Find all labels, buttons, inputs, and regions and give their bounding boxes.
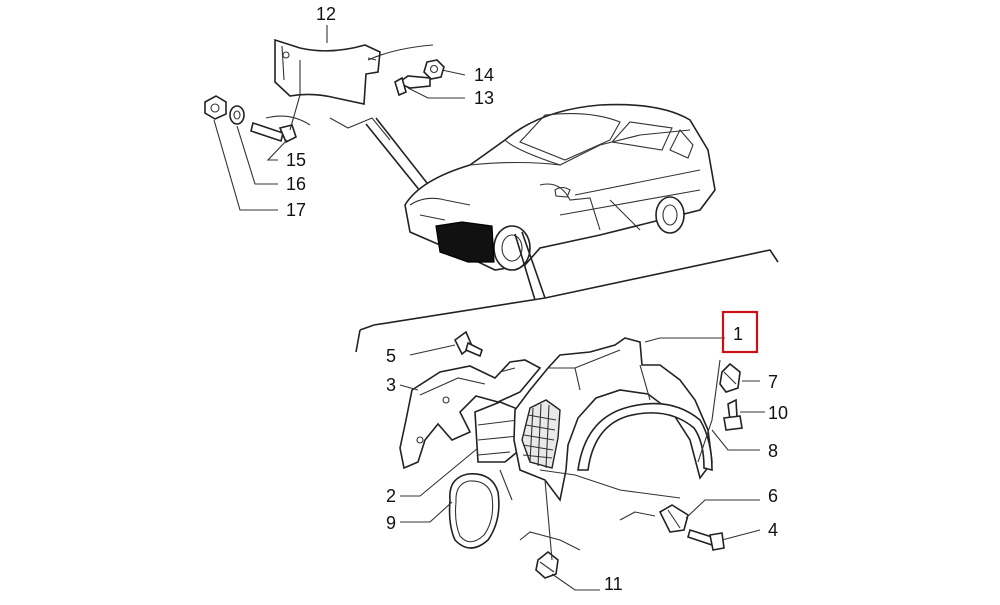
callout-6[interactable]: 6 bbox=[768, 486, 778, 506]
callout-3[interactable]: 3 bbox=[386, 375, 396, 395]
callout-2[interactable]: 2 bbox=[386, 486, 396, 506]
lower-zigzag bbox=[519, 531, 581, 551]
leader-11 bbox=[551, 573, 600, 591]
part-6-clip[interactable] bbox=[658, 504, 689, 533]
leader-1 bbox=[644, 337, 725, 343]
lead-bracket-top bbox=[367, 44, 434, 61]
lower-group-bracket-left bbox=[355, 329, 361, 353]
highlight-inner-fender-on-car bbox=[435, 221, 495, 263]
car-to-lower-line-1 bbox=[521, 231, 546, 299]
washer-16[interactable] bbox=[229, 105, 245, 125]
callout-11[interactable]: 11 bbox=[604, 574, 623, 594]
callout-14[interactable]: 14 bbox=[474, 65, 494, 85]
callout-8[interactable]: 8 bbox=[768, 441, 778, 461]
callout-16[interactable]: 16 bbox=[286, 174, 306, 194]
leader-8 bbox=[711, 429, 760, 451]
highlight-box bbox=[721, 310, 759, 354]
callout-9[interactable]: 9 bbox=[386, 513, 396, 533]
leader-2 bbox=[400, 447, 479, 497]
callout-15[interactable]: 15 bbox=[286, 150, 306, 170]
leader-5 bbox=[409, 344, 456, 356]
bracket-12[interactable] bbox=[274, 38, 381, 105]
bolt-13[interactable] bbox=[394, 75, 431, 97]
leader-7-to-flare bbox=[697, 359, 721, 463]
leader-6 bbox=[685, 499, 760, 519]
callout-7[interactable]: 7 bbox=[768, 372, 778, 392]
part-5-bolt[interactable] bbox=[453, 330, 483, 358]
part-8-fender-flare[interactable] bbox=[577, 402, 713, 472]
car-to-lower-line-2 bbox=[514, 233, 536, 301]
part-3-support-bracket[interactable] bbox=[399, 359, 542, 470]
leader-15 bbox=[266, 139, 288, 161]
lower-group-bracket-line bbox=[359, 249, 779, 331]
callout-1[interactable]: 1 bbox=[733, 324, 743, 344]
part-9-cover-plate[interactable] bbox=[448, 473, 500, 549]
bracket-zigzag bbox=[329, 117, 391, 141]
lead-bolt-15 bbox=[265, 115, 311, 126]
part-4-screw[interactable] bbox=[687, 528, 725, 551]
nut-14[interactable] bbox=[423, 59, 445, 80]
lead-liner-to-clip-6 bbox=[539, 469, 681, 499]
lower-zigzag-2 bbox=[619, 511, 656, 521]
part-10-screw[interactable] bbox=[723, 398, 743, 431]
lead-bracket-bolt bbox=[289, 60, 301, 131]
callout-10[interactable]: 10 bbox=[768, 403, 788, 423]
nut-17[interactable] bbox=[204, 95, 227, 120]
part-1-inner-fender-liner[interactable] bbox=[513, 337, 713, 502]
part-7-clip[interactable] bbox=[719, 362, 741, 393]
leader-4 bbox=[721, 529, 761, 541]
callout-17[interactable]: 17 bbox=[286, 200, 306, 220]
leader-3 bbox=[399, 384, 419, 391]
leader-13 bbox=[407, 87, 465, 99]
callout-4[interactable]: 4 bbox=[768, 520, 778, 540]
bolt-15[interactable] bbox=[250, 121, 297, 144]
leader-17 bbox=[213, 119, 278, 211]
lead-liner-bottom bbox=[499, 469, 513, 501]
callout-13[interactable]: 13 bbox=[474, 88, 494, 108]
lead-liner-to-clip-11 bbox=[544, 479, 553, 561]
part-11-clip[interactable] bbox=[535, 550, 559, 579]
callout-5[interactable]: 5 bbox=[386, 346, 396, 366]
leader-9 bbox=[400, 501, 453, 523]
leader-16 bbox=[236, 125, 278, 185]
callout-12[interactable]: 12 bbox=[316, 4, 336, 24]
leader-14 bbox=[441, 69, 466, 76]
